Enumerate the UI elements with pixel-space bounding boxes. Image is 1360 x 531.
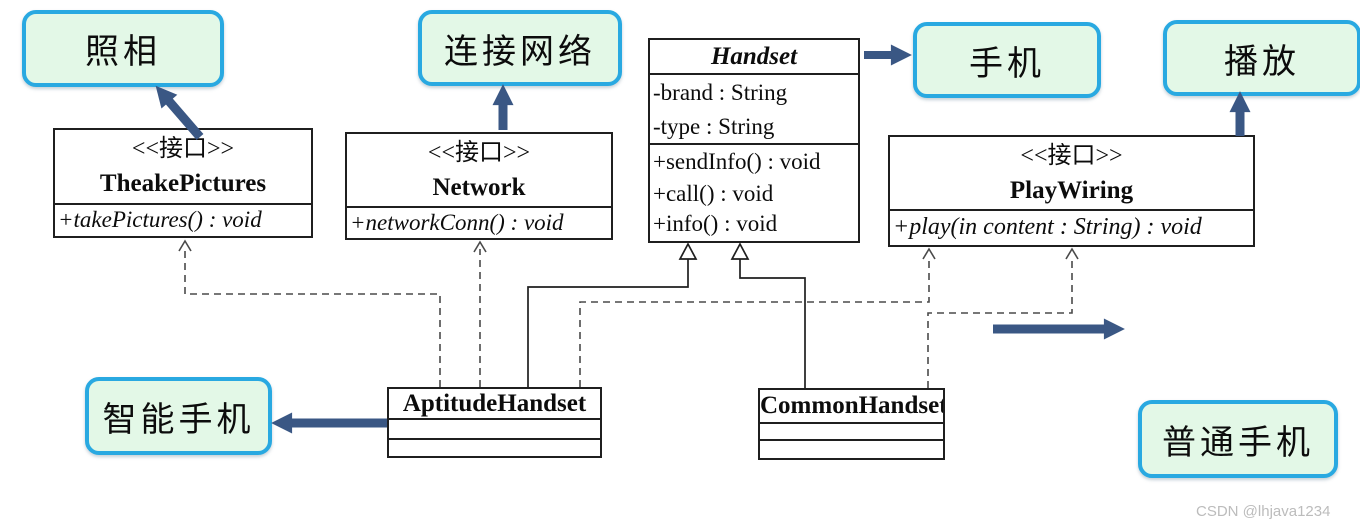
- attribute-label: -brand : String: [653, 80, 788, 105]
- attributes-compartment: [389, 420, 600, 440]
- callout-photo: 照相: [22, 10, 224, 87]
- class-name: AptitudeHandset: [402, 390, 587, 417]
- stereotype-label: <<接口>>: [1020, 143, 1123, 169]
- callout-common-phone-label: 普通手机: [1162, 424, 1314, 462]
- hollow-triangle-arrowhead: [730, 242, 750, 260]
- methods-compartment: [389, 440, 600, 454]
- class-name: TheakePictures: [99, 170, 267, 197]
- attributes-compartment: [760, 424, 943, 441]
- class-common-handset: CommonHandset: [758, 388, 945, 460]
- class-name: PlayWiring: [1009, 177, 1134, 204]
- callout-phone: 手机: [913, 22, 1101, 98]
- method-label: +info() : void: [653, 211, 778, 236]
- callout-play: 播放: [1163, 20, 1360, 96]
- class-name: Network: [432, 174, 526, 201]
- method-label: +networkConn() : void: [350, 210, 564, 235]
- attribute-label: -type : String: [653, 114, 775, 139]
- stereotype-label: <<接口>>: [131, 136, 235, 162]
- class-header: Handset: [650, 40, 858, 75]
- open-arrowhead: [1065, 247, 1079, 260]
- class-header: <<接口>> PlayWiring: [890, 137, 1253, 211]
- callout-play-label: 播放: [1224, 43, 1300, 81]
- class-header: <<接口>> Network: [347, 134, 611, 208]
- hollow-triangle-arrowhead: [678, 242, 698, 260]
- class-name: Handset: [710, 43, 798, 70]
- callout-smart-phone-label: 智能手机: [102, 401, 255, 439]
- callout-common-phone: 普通手机: [1138, 400, 1338, 478]
- method-label: +play(in content : String) : void: [893, 214, 1202, 240]
- method-label: +call() : void: [653, 181, 774, 206]
- methods-compartment: +sendInfo() : void +call() : void +info(…: [650, 145, 858, 239]
- class-handset: Handset -brand : String -type : String +…: [648, 38, 860, 243]
- dashed-arrow-common-to-playwiring: [927, 256, 1073, 388]
- class-header: <<接口>> TheakePictures: [55, 130, 311, 205]
- inheritance-line-common-to-handset: [739, 259, 806, 388]
- methods-compartment: [760, 441, 943, 456]
- callout-photo-label: 照相: [85, 34, 161, 71]
- class-network: <<接口>> Network +networkConn() : void: [345, 132, 613, 240]
- class-theake-pictures: <<接口>> TheakePictures +takePictures() : …: [53, 128, 313, 238]
- class-aptitude-handset: AptitudeHandset: [387, 387, 602, 458]
- csdn-watermark: CSDN @lhjava1234: [1196, 503, 1331, 520]
- open-arrowhead: [178, 239, 192, 252]
- dashed-arrow-aptitude-to-theakepictures: [184, 248, 441, 387]
- open-arrowhead: [922, 247, 936, 260]
- class-header: AptitudeHandset: [389, 389, 600, 420]
- callout-smart-phone: 智能手机: [85, 377, 272, 455]
- class-play-wiring: <<接口>> PlayWiring +play(in content : Str…: [888, 135, 1255, 247]
- open-arrowhead: [473, 240, 487, 253]
- class-header: CommonHandset: [760, 390, 943, 424]
- callout-connect-network-label: 连接网络: [444, 33, 596, 71]
- dashed-arrow-aptitude-to-playwiring: [579, 256, 930, 387]
- method-label: +takePictures() : void: [58, 207, 262, 232]
- stereotype-label: <<接口>>: [427, 140, 531, 166]
- callout-phone-label: 手机: [969, 45, 1045, 83]
- attributes-compartment: -brand : String -type : String: [650, 75, 858, 145]
- inheritance-line-aptitude-to-handset: [527, 259, 689, 387]
- method-label: +sendInfo() : void: [653, 149, 821, 174]
- callout-connect-network: 连接网络: [418, 10, 622, 86]
- class-name: CommonHandset: [760, 392, 943, 419]
